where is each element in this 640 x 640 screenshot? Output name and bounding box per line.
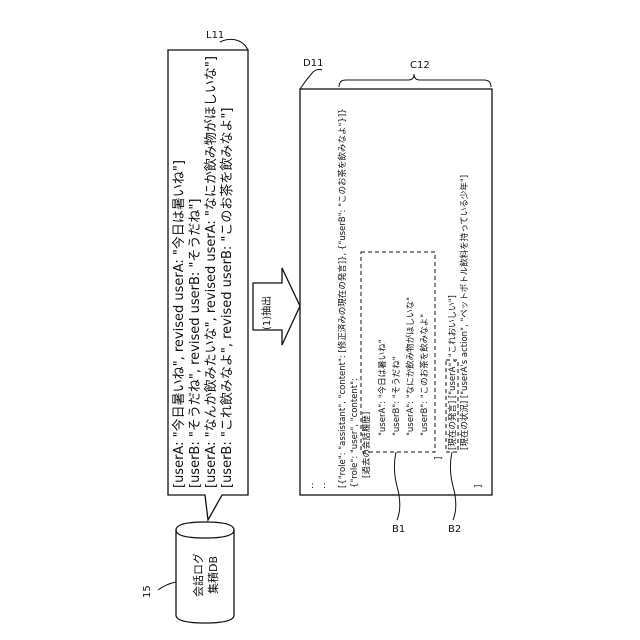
history-line-3: "userA": "なにか飲み物がほしいな"	[405, 297, 416, 436]
doc-leader-line	[300, 69, 322, 89]
history-line-2: "userB": "そうだね"	[392, 356, 402, 436]
doc-row-assistant: [{"role": "assistant", "content": [修正済みの…	[337, 108, 348, 488]
log-line-4: [userB: "これ飲みなよ", revised userB: "このお茶を飲…	[219, 108, 235, 488]
db-label-line2: 集積DB	[206, 556, 220, 594]
doc-ref-d11: D11	[303, 58, 323, 69]
history-line-1: "userA": "今日は暑いね"	[377, 339, 388, 436]
doc-row-history-tag: [過去の会話履歴]	[361, 412, 372, 478]
db-ref-15: 15	[142, 585, 153, 598]
current-situation-line: [現在の状況] ["userA's action", "ペットボトル飲料を持って…	[459, 175, 470, 450]
history-line-4: "userB": "このお茶を飲みなよ"	[419, 314, 430, 436]
doc-dots-1: :	[311, 481, 314, 491]
arrow-label: (1)抽出	[260, 296, 273, 330]
doc-bracket-close: ]	[434, 457, 444, 460]
conversation-log-db: 会話ログ 集積DB	[176, 522, 234, 623]
current-speech-line: [現在の発言] ["userA", "これおいしい"]	[447, 295, 458, 450]
brace-c12	[339, 74, 491, 87]
b2-ref: B2	[448, 524, 461, 535]
db-leader-line	[158, 582, 176, 590]
b1-ref: B1	[392, 524, 405, 535]
log-ref-l11: L11	[206, 30, 224, 41]
db-label-line1: 会話ログ	[191, 553, 205, 597]
log-line-2: [userB: "そうだね", revised userB: "そうだね"]	[188, 199, 203, 488]
doc-dots-2: :	[323, 481, 326, 491]
log-line-3: [userA: "なんか飲みたいな", revised userA: "なにか飲…	[203, 56, 219, 488]
extraction-arrow	[253, 268, 300, 345]
log-line-1: [userA: "今日暑いね", revised userA: "今日は暑いね"…	[171, 160, 187, 488]
brace-ref-c12: C12	[410, 60, 430, 71]
doc-row-user: {"role": "user", "content":	[350, 378, 360, 488]
doc-tail: ]	[474, 485, 484, 488]
